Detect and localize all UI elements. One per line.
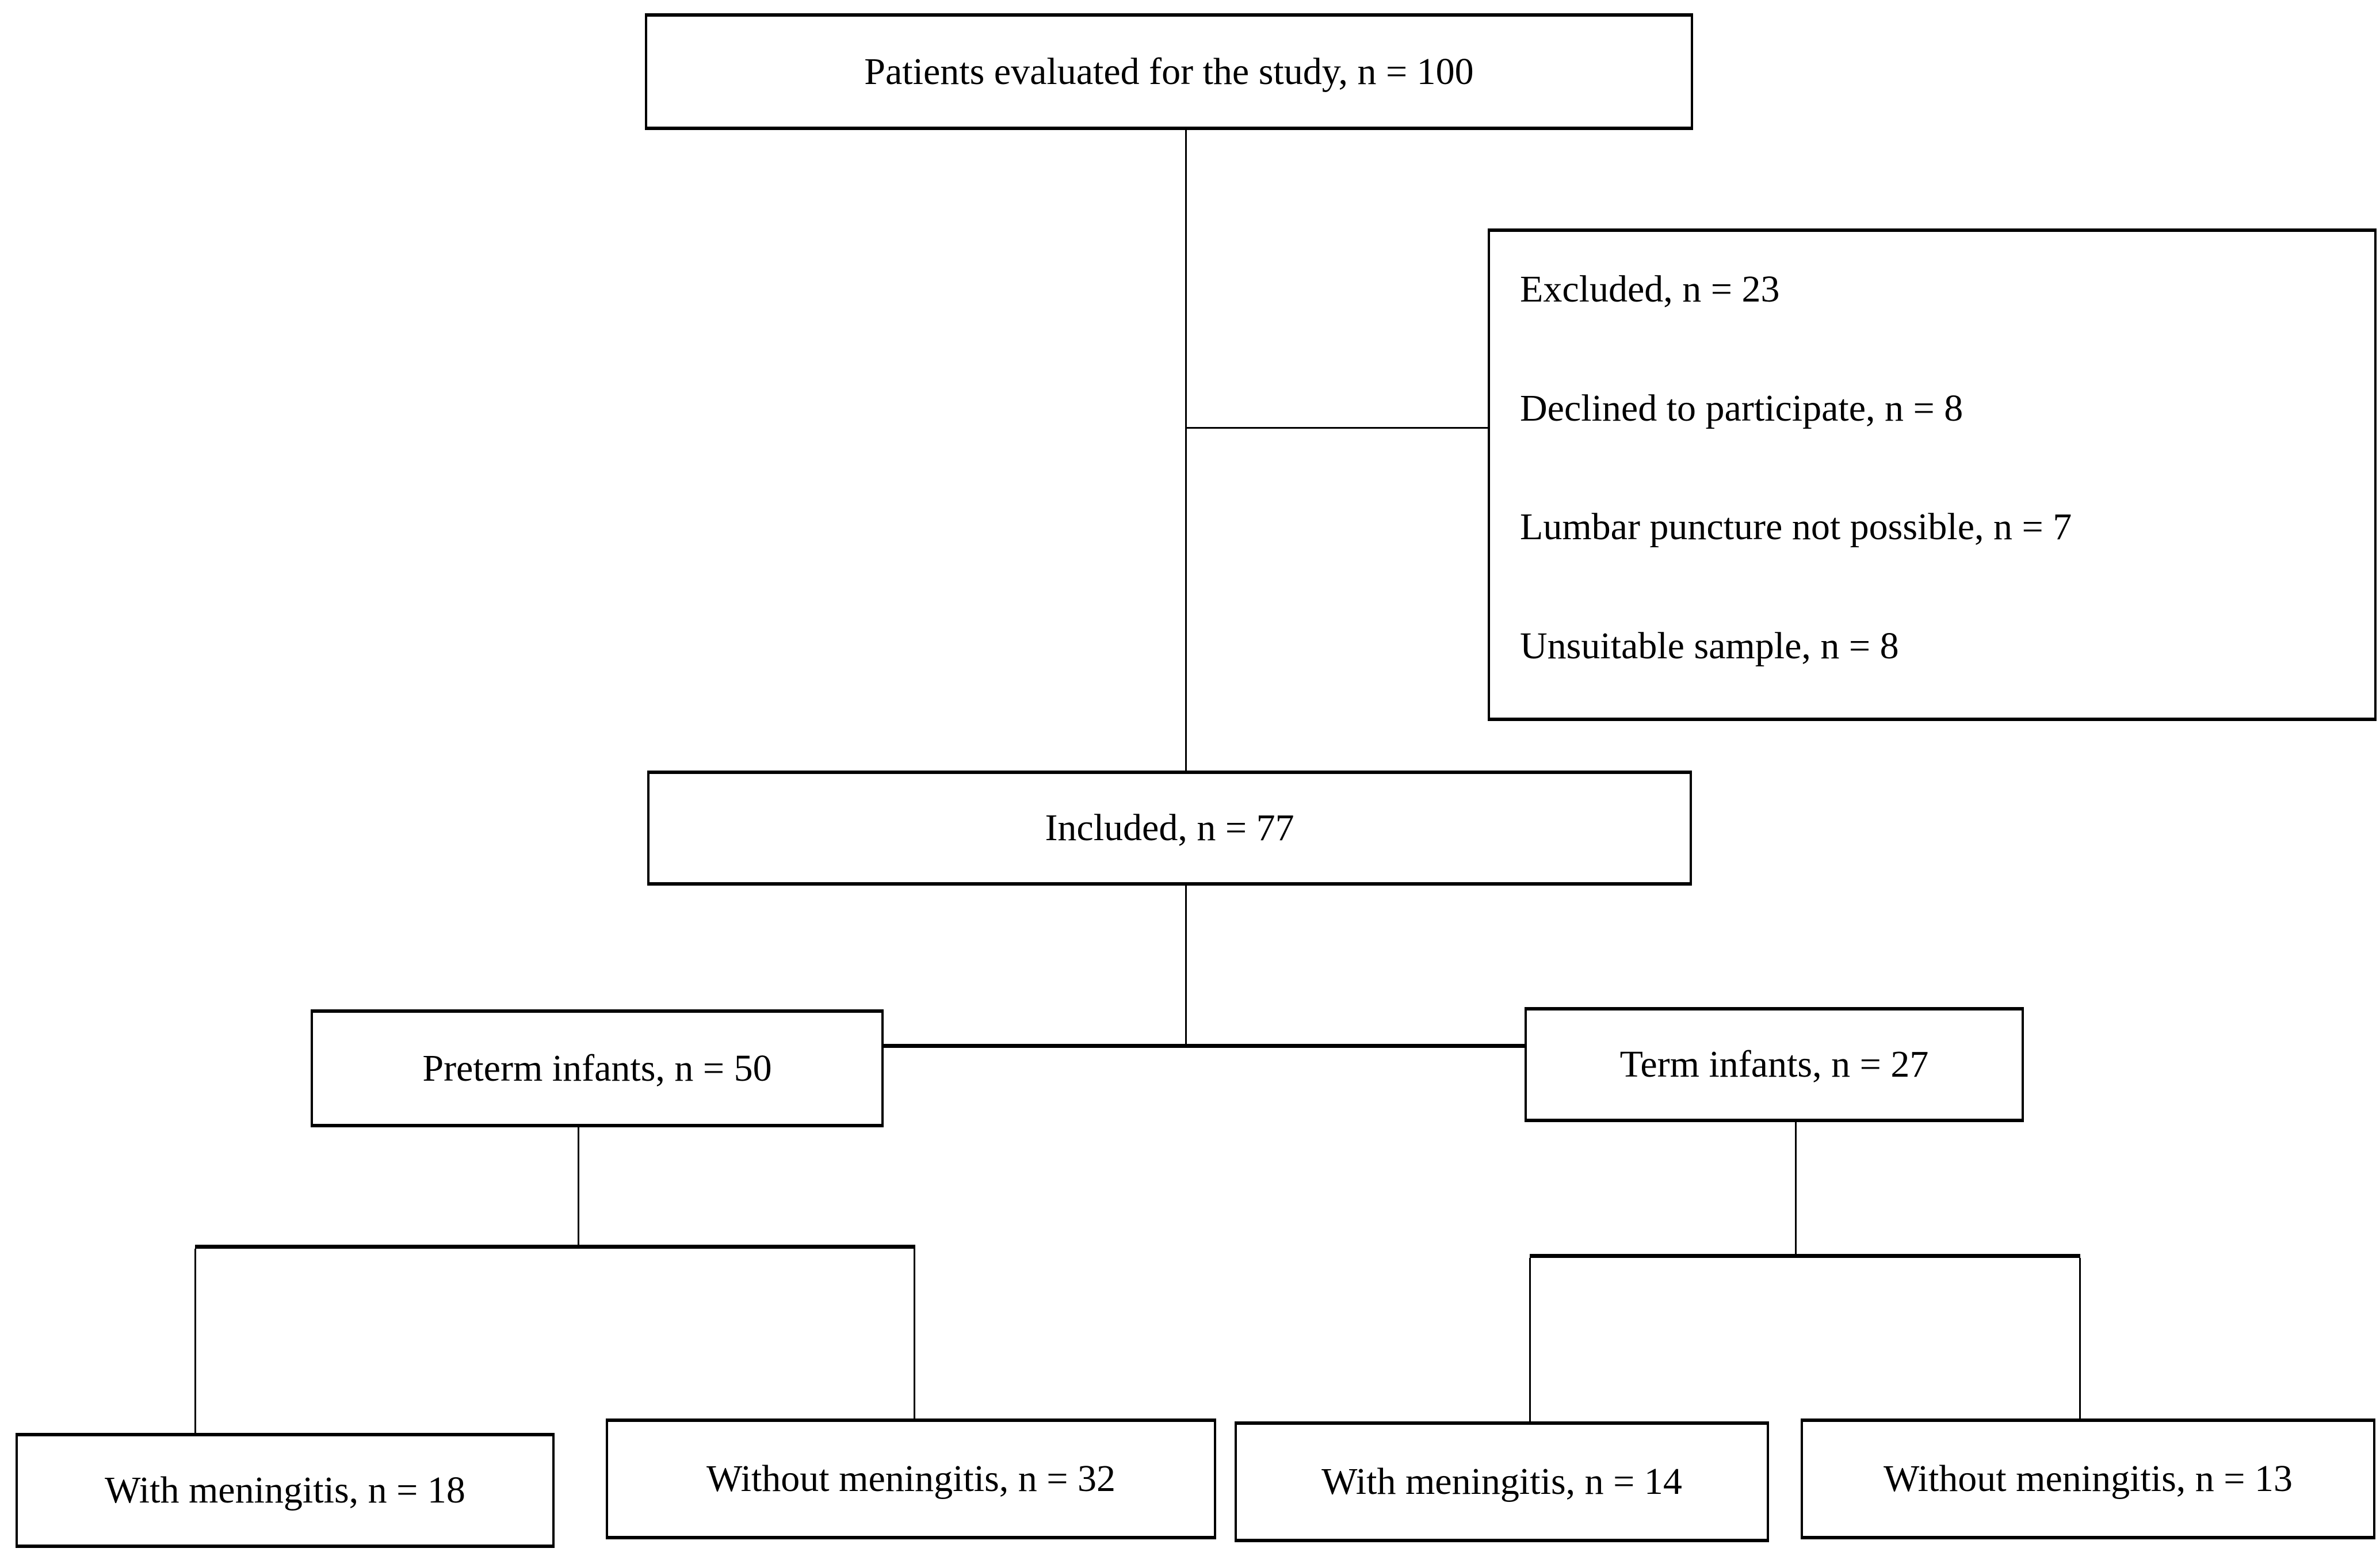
node-term-with-meningitis: With meningitis, n = 14 [1235,1421,1769,1542]
node-preterm-infants: Preterm infants, n = 50 [311,1009,884,1127]
connector-term-branch-bar [1530,1254,2080,1258]
connector-evaluated-to-included [1185,130,1187,771]
connector-elbow-to-excluded [1185,427,1489,429]
connector-drop-preterm-with [194,1249,196,1434]
excluded-line-lumbar-puncture: Lumbar puncture not possible, n = 7 [1520,506,2072,548]
connector-drop-preterm-without [914,1249,915,1420]
node-included: Included, n = 77 [647,771,1692,886]
node-term-without-meningitis-label: Without meningitis, n = 13 [1883,1458,2293,1500]
node-preterm-with-meningitis-label: With meningitis, n = 18 [105,1469,465,1512]
node-term-with-meningitis-label: With meningitis, n = 14 [1321,1461,1682,1503]
excluded-line-unsuitable-sample: Unsuitable sample, n = 8 [1520,625,1899,668]
node-preterm-without-meningitis-label: Without meningitis, n = 32 [706,1458,1116,1500]
node-preterm-infants-label: Preterm infants, n = 50 [422,1047,772,1089]
connector-preterm-term-bar [884,1044,1526,1048]
node-preterm-with-meningitis: With meningitis, n = 18 [16,1433,555,1548]
connector-preterm-branch-bar [195,1245,915,1249]
node-preterm-without-meningitis: Without meningitis, n = 32 [606,1418,1216,1539]
connector-preterm-down [578,1127,579,1249]
excluded-line-declined: Declined to participate, n = 8 [1520,387,1963,429]
excluded-line-total: Excluded, n = 23 [1520,268,1780,310]
node-patients-evaluated-label: Patients evaluated for the study, n = 10… [864,50,1474,93]
connector-term-down [1795,1122,1797,1258]
node-term-infants: Term infants, n = 27 [1525,1007,2024,1122]
node-term-infants-label: Term infants, n = 27 [1619,1043,1929,1086]
connector-included-down [1185,886,1187,1048]
connector-drop-term-without [2079,1258,2081,1420]
connector-drop-term-with [1529,1258,1531,1423]
node-excluded: Excluded, n = 23 Declined to participate… [1488,228,2377,721]
node-included-label: Included, n = 77 [1045,807,1294,849]
node-patients-evaluated: Patients evaluated for the study, n = 10… [645,13,1693,130]
node-term-without-meningitis: Without meningitis, n = 13 [1801,1418,2375,1539]
